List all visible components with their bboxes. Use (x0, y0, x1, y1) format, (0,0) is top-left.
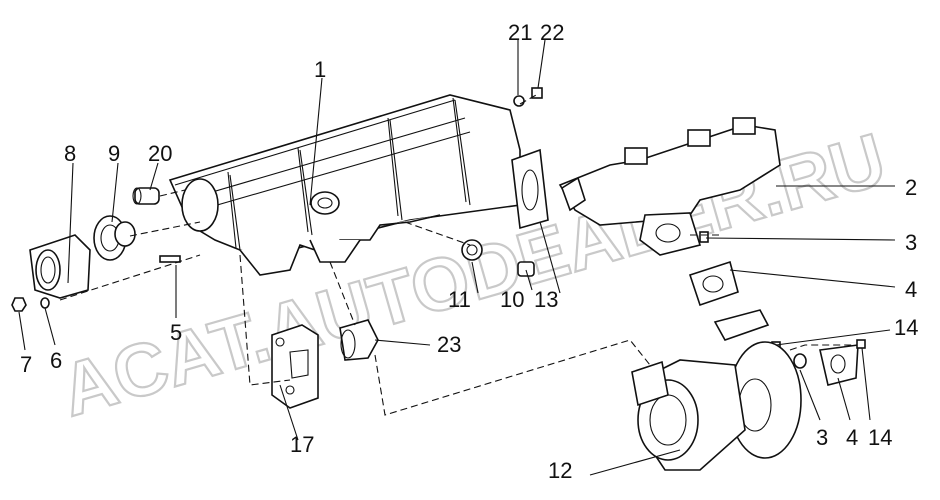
callout-13: 13 (534, 287, 558, 312)
stud-part-3 (699, 231, 807, 369)
assembly-lines (59, 93, 855, 416)
gasket-part-4a (688, 260, 739, 307)
gasket-part-4b (819, 344, 859, 386)
callout-20: 20 (148, 141, 172, 166)
callout-3b: 3 (816, 425, 828, 450)
heat-shield-part-1 (168, 94, 521, 276)
callout-8: 8 (64, 141, 76, 166)
stud-part-5 (159, 255, 181, 263)
callout-14a: 14 (894, 315, 918, 340)
gasket-part-17 (271, 324, 319, 409)
washer-part-6 (40, 297, 50, 309)
washer-part-21 (513, 95, 525, 107)
callout-labels: 1 2 3 4 5 6 7 8 9 20 21 22 10 11 13 12 1… (20, 20, 918, 483)
leader-lines (18, 39, 896, 476)
callout-17: 17 (290, 432, 314, 457)
gasket-part-11 (461, 239, 483, 261)
callout-7: 7 (20, 352, 32, 377)
gasket-ring-part-9 (93, 215, 136, 261)
plug-part-10 (517, 261, 535, 277)
callout-23: 23 (437, 332, 461, 357)
callout-2: 2 (905, 175, 917, 200)
callout-3a: 3 (905, 230, 917, 255)
callout-10: 10 (500, 287, 524, 312)
callout-6: 6 (50, 348, 62, 373)
sleeve-part-23 (339, 319, 379, 361)
bolt-part-22 (531, 87, 543, 99)
turbocharger-part-12 (631, 309, 802, 471)
callout-5: 5 (170, 320, 182, 345)
callout-4b: 4 (846, 425, 858, 450)
gasket-part-13 (511, 148, 549, 230)
callout-1: 1 (314, 57, 326, 82)
callout-4a: 4 (905, 277, 917, 302)
callout-12: 12 (548, 458, 572, 483)
bushing-part-20 (132, 187, 160, 205)
exhaust-manifold-part-2 (558, 117, 781, 256)
callout-9: 9 (108, 141, 120, 166)
callout-11: 11 (448, 287, 471, 312)
callout-14b: 14 (868, 425, 892, 450)
callout-21: 21 (508, 20, 532, 45)
nut-part-7 (11, 297, 27, 312)
callout-22: 22 (540, 20, 564, 45)
elbow-flange-part-8 (29, 234, 91, 299)
